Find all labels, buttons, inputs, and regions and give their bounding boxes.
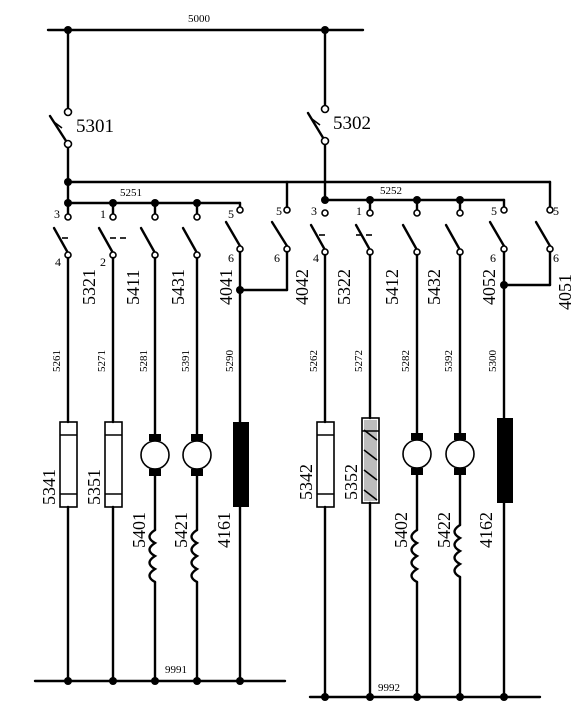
terminal-number: 5 — [553, 204, 559, 218]
branch-label-left: 5251 — [120, 187, 142, 199]
cross-bus — [64, 178, 554, 214]
terminal-number: 6 — [228, 251, 234, 265]
wire-label: 5282 — [400, 350, 412, 372]
switch-label: 4051 — [555, 274, 575, 310]
bus-label-top: 5000 — [188, 13, 211, 25]
fuse-label: 5341 — [39, 469, 59, 505]
coil-label: 4162 — [476, 512, 496, 548]
terminal-number: 3 — [311, 204, 317, 218]
motor-label: 5422 — [434, 512, 454, 548]
bus-label-bottom-left: 9991 — [165, 664, 187, 676]
bottom-bus-right: 9992 — [308, 682, 542, 701]
right-component-labels: 5342 5352 5402 5422 4162 — [296, 464, 496, 548]
switch-label: 4041 — [216, 269, 236, 305]
main-switch-label: 5301 — [76, 116, 114, 137]
motor-label: 5401 — [129, 512, 149, 548]
wire-label: 5392 — [443, 350, 455, 372]
fuse-label: 5342 — [296, 464, 316, 500]
main-switch-5302: 5302 — [306, 28, 371, 202]
terminal-number: 1 — [100, 207, 106, 221]
terminal-number: 6 — [274, 251, 280, 265]
branch-label-right: 5252 — [380, 185, 402, 197]
coil-label: 4161 — [214, 512, 234, 548]
wire-label: 5261 — [51, 350, 63, 372]
switch-label: 4052 — [479, 269, 499, 305]
terminal-number: 5 — [491, 204, 497, 218]
wire-label: 5281 — [138, 350, 150, 372]
wire-label: 5290 — [224, 350, 236, 373]
wire-label: 5300 — [487, 350, 499, 373]
wire-label: 5391 — [180, 350, 192, 372]
terminal-number: 6 — [553, 251, 559, 265]
left-columns — [59, 250, 249, 683]
terminal-number: 4 — [313, 251, 319, 265]
terminal-number: 5 — [228, 207, 234, 221]
switch-label: 5411 — [123, 270, 143, 305]
top-bus: 5000 — [46, 13, 365, 34]
terminal-number: 3 — [54, 207, 60, 221]
left-component-labels: 5341 5351 5401 5421 4161 — [39, 469, 234, 548]
main-switch-label: 5302 — [333, 113, 371, 134]
terminal-number: 1 — [356, 204, 362, 218]
right-branch-bus: 5252 — [321, 185, 506, 209]
left-branch-bus: 5251 — [64, 180, 242, 209]
right-columns — [316, 250, 513, 699]
wire-label: 5271 — [96, 350, 108, 372]
wire-label: 5272 — [353, 350, 365, 372]
switch-label: 5321 — [79, 269, 99, 305]
left-wire-labels: 5261 5271 5281 5391 5290 — [51, 350, 236, 373]
terminal-number: 4 — [55, 255, 61, 269]
right-wire-labels: 5262 5272 5282 5392 5300 — [308, 350, 499, 373]
right-switch-row: 3 1 5 5 4 6 6 — [309, 198, 559, 289]
bus-label-bottom-right: 9992 — [378, 682, 400, 694]
motor-label: 5402 — [391, 512, 411, 548]
switch-label: 5322 — [334, 269, 354, 305]
terminal-number: 2 — [100, 255, 106, 269]
wire-label: 5262 — [308, 350, 320, 372]
switch-label: 5412 — [382, 269, 402, 305]
bottom-bus-left: 9991 — [33, 664, 287, 685]
main-switch-5301: 5301 — [48, 28, 114, 184]
fuse-label: 5352 — [341, 464, 361, 500]
right-switch-labels: 5322 5412 5432 4052 4051 — [334, 269, 575, 310]
fuse-label: 5351 — [84, 469, 104, 505]
left-switch-labels: 5321 5411 5431 4041 4042 — [79, 269, 312, 305]
switch-label: 4042 — [292, 269, 312, 305]
terminal-number: 6 — [490, 251, 496, 265]
terminal-number: 5 — [276, 204, 282, 218]
switch-label: 5432 — [424, 269, 444, 305]
motor-label: 5421 — [171, 512, 191, 548]
switch-label: 5431 — [168, 269, 188, 305]
